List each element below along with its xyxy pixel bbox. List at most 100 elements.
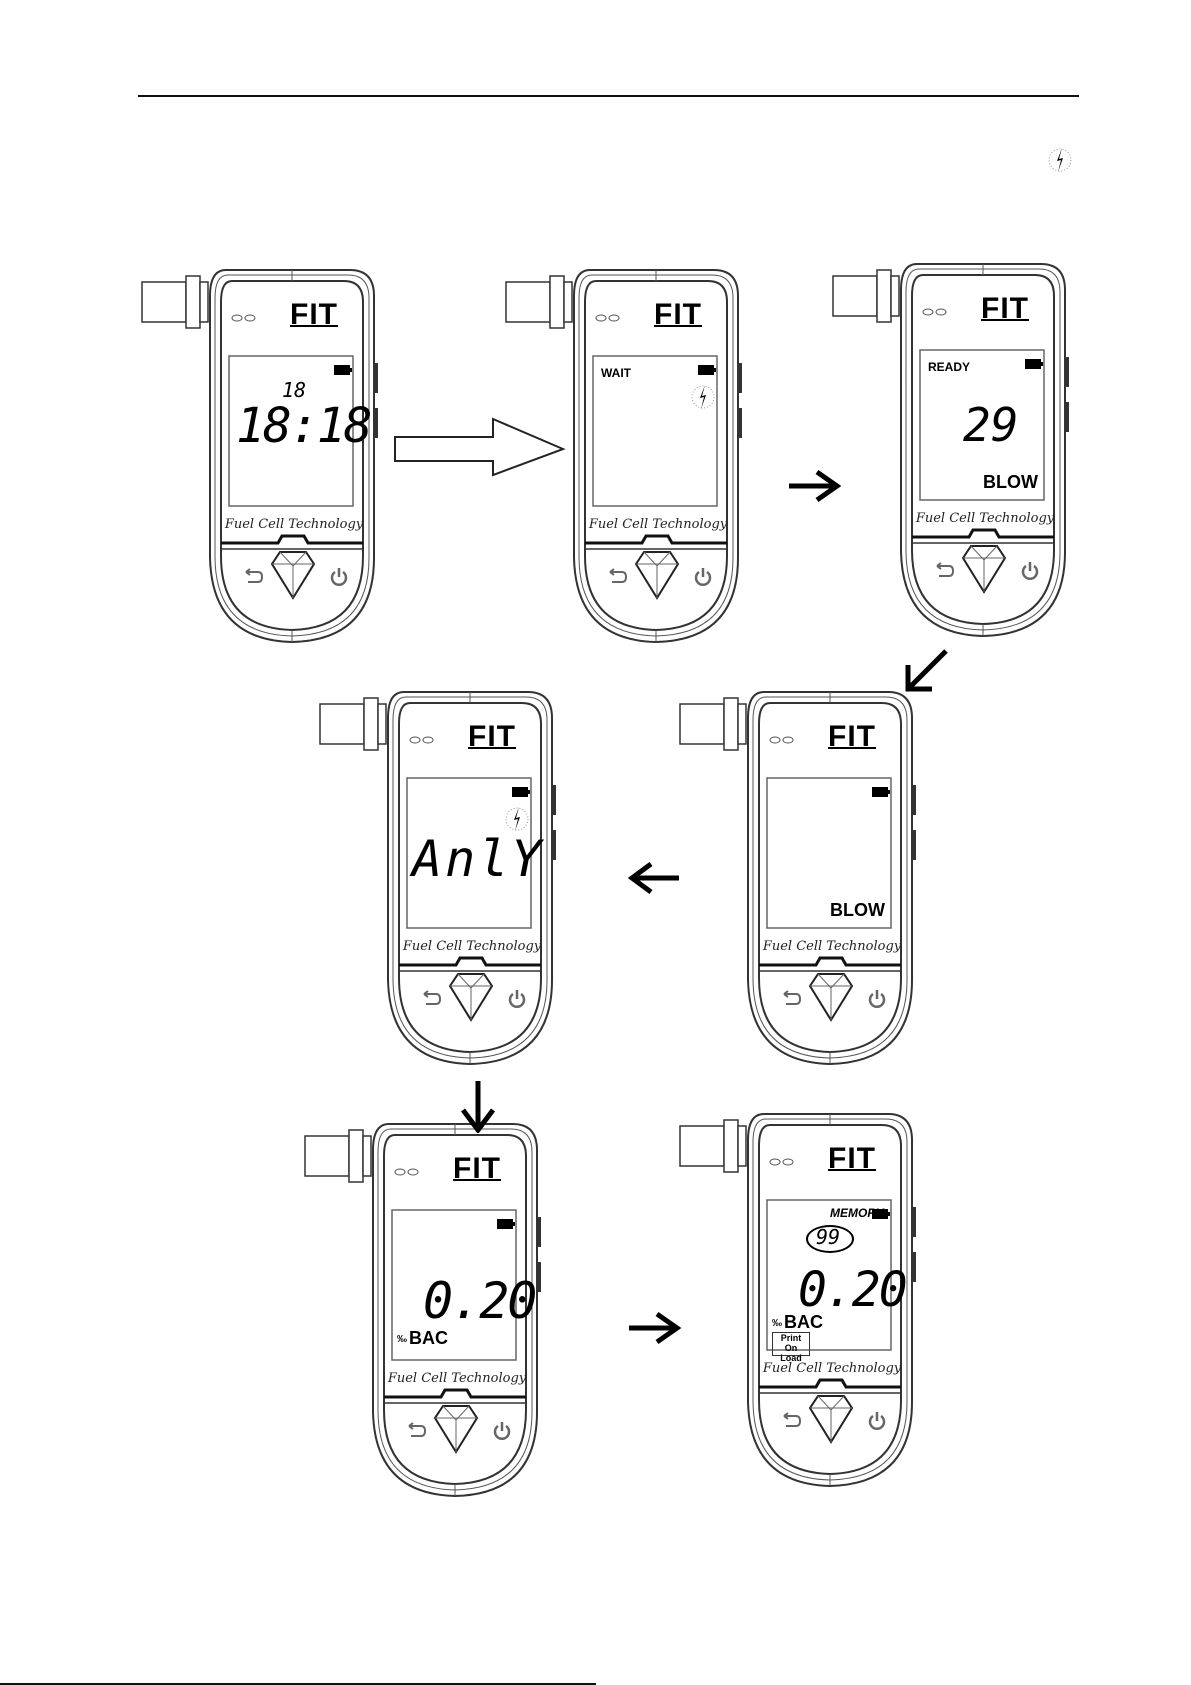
tagline: Fuel Cell Technology: [588, 517, 728, 532]
lcd-status: READY: [928, 360, 971, 374]
back-button[interactable]: [606, 568, 628, 584]
back-button[interactable]: [242, 568, 264, 584]
back-icon: [937, 565, 955, 577]
lcd-status: MEMORY: [830, 1206, 884, 1220]
battery-icon: [497, 1219, 515, 1229]
lcd-main-value: 0.20: [423, 1272, 537, 1330]
breathalyzer-body: [679, 691, 916, 1066]
brand-logo: FIT: [453, 1152, 501, 1185]
memory-index-badge: [806, 1225, 854, 1253]
unit-permille: ‰: [397, 1334, 407, 1345]
power-icon: [1021, 564, 1039, 580]
power-icon: [508, 992, 526, 1008]
outline-arrow-right: [394, 417, 566, 477]
header-rule: [138, 95, 1079, 97]
power-button[interactable]: [493, 1420, 511, 1440]
tagline: Fuel Cell Technology: [762, 1361, 902, 1376]
unit-bac: BAC: [409, 1328, 448, 1348]
on-load-label: On Load: [780, 1343, 802, 1363]
breathalyzer-device: FIT Fuel Cell Technology 0.20 ‰BAC: [304, 1122, 545, 1502]
footer-rule: [0, 1683, 596, 1685]
back-icon: [610, 571, 628, 583]
power-button[interactable]: [868, 988, 886, 1008]
power-button[interactable]: [868, 1410, 886, 1430]
main-diamond-button[interactable]: [808, 1394, 854, 1444]
main-diamond-button[interactable]: [634, 550, 680, 600]
main-diamond-button[interactable]: [448, 972, 494, 1022]
unit-permille: ‰: [772, 1318, 782, 1329]
back-icon: [784, 1415, 802, 1427]
lcd-prompt: BLOW: [830, 900, 885, 920]
battery-icon: [872, 1209, 890, 1219]
arrow-down: [461, 1081, 495, 1133]
arrow-down-left: [905, 649, 948, 692]
breathalyzer-body: [832, 263, 1069, 638]
battery-icon: [698, 365, 716, 375]
back-icon: [784, 993, 802, 1005]
battery-icon: [872, 787, 890, 797]
battery-icon: [334, 365, 352, 375]
power-button[interactable]: [330, 566, 348, 586]
lcd-status: WAIT: [601, 366, 631, 380]
breathalyzer-device: FIT Fuel Cell Technology BLOW: [679, 690, 920, 1070]
arrow-right: [629, 1311, 682, 1345]
print-label: Print: [780, 1333, 802, 1343]
back-button[interactable]: [933, 562, 955, 578]
battery-icon: [1025, 359, 1043, 369]
back-icon: [246, 571, 264, 583]
charge-flash-icon: [1048, 148, 1072, 172]
power-button[interactable]: [694, 566, 712, 586]
brand-logo: FIT: [468, 720, 516, 753]
main-diamond-button[interactable]: [270, 550, 316, 600]
tagline: Fuel Cell Technology: [762, 939, 902, 954]
tagline: Fuel Cell Technology: [387, 1371, 527, 1386]
breathalyzer-device: FIT Fuel Cell Technology WAIT: [505, 268, 746, 648]
breathalyzer-body: [679, 1113, 916, 1488]
lcd-main-value: 18:18: [236, 398, 372, 454]
arrow-left: [627, 861, 679, 895]
print-on-load-badge: Print On Load: [772, 1332, 810, 1363]
back-icon: [409, 1425, 427, 1437]
power-icon: [493, 1424, 511, 1440]
tagline: Fuel Cell Technology: [224, 517, 364, 532]
lcd-main-value: AnlY: [412, 830, 545, 888]
breathalyzer-body: [505, 269, 742, 644]
back-button[interactable]: [780, 990, 802, 1006]
unit-bac: BAC: [784, 1312, 823, 1332]
power-icon: [868, 1414, 886, 1430]
power-icon: [330, 570, 348, 586]
main-diamond-button[interactable]: [808, 972, 854, 1022]
lcd-main-value: 29: [963, 398, 1019, 452]
power-button[interactable]: [1021, 560, 1039, 580]
breathalyzer-body: [319, 691, 556, 1066]
arrow-right: [789, 469, 842, 503]
breathalyzer-body: [304, 1123, 541, 1498]
back-button[interactable]: [420, 990, 442, 1006]
breathalyzer-body: [141, 269, 378, 644]
brand-logo: FIT: [654, 298, 702, 331]
lcd-prompt: BLOW: [983, 472, 1038, 492]
back-icon: [424, 993, 442, 1005]
brand-logo: FIT: [981, 292, 1029, 325]
lcd-main-value: 0.20: [798, 1262, 908, 1318]
power-button[interactable]: [508, 988, 526, 1008]
back-button[interactable]: [780, 1412, 802, 1428]
tagline: Fuel Cell Technology: [402, 939, 542, 954]
main-diamond-button[interactable]: [433, 1404, 479, 1454]
back-button[interactable]: [405, 1422, 427, 1438]
charge-flash-icon: [505, 807, 529, 831]
memory-index: 99: [816, 1225, 841, 1249]
main-diamond-button[interactable]: [961, 544, 1007, 594]
power-icon: [868, 992, 886, 1008]
tagline: Fuel Cell Technology: [915, 511, 1055, 526]
lcd-small-value: 18: [282, 378, 307, 402]
power-icon: [694, 570, 712, 586]
breathalyzer-device: FIT Fuel Cell Technology AnlY: [319, 690, 560, 1070]
brand-logo: FIT: [828, 1142, 876, 1175]
brand-logo: FIT: [290, 298, 338, 331]
brand-logo: FIT: [828, 720, 876, 753]
battery-icon: [512, 787, 530, 797]
